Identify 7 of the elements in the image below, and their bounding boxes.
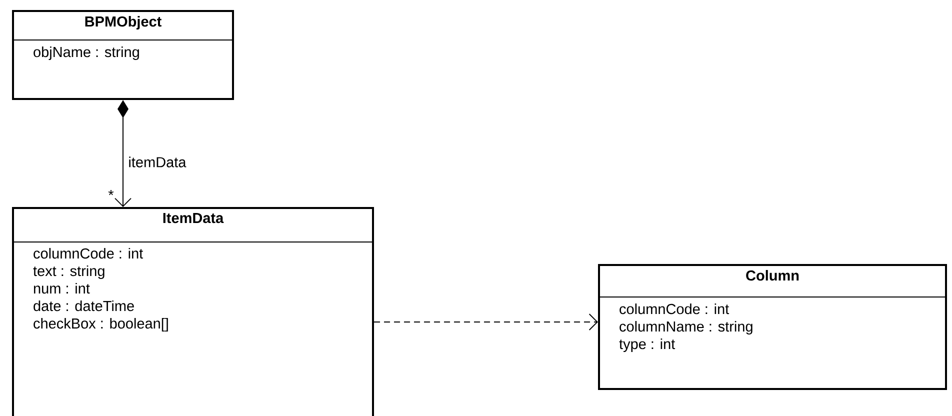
class-box: BPMObject objName : string <box>12 10 234 100</box>
class-box: Column columnCode : int columnName : string type : int <box>598 264 947 390</box>
arrow <box>114 100 132 207</box>
arrow <box>374 314 598 330</box>
multiplicity: * <box>108 190 114 196</box>
class-box: ItemData columnCode : int text : string num : int date : dateTime checkBox : boolean[] <box>12 207 374 416</box>
edge-label: itemData <box>129 156 186 168</box>
